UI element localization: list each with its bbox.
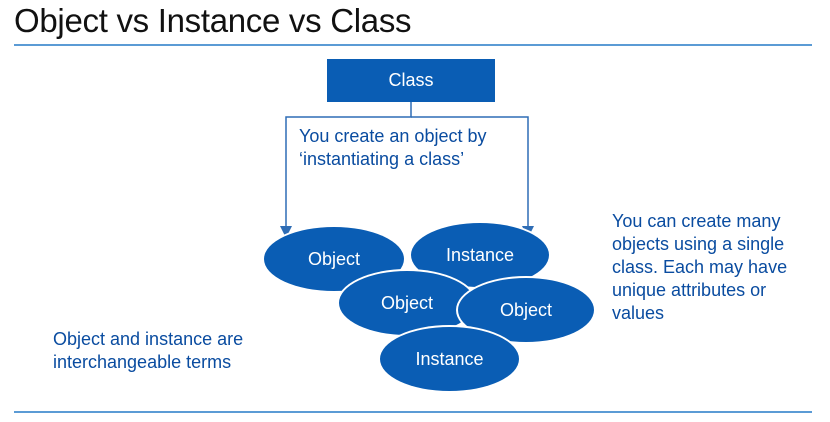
ellipse-label: Instance	[415, 348, 484, 369]
many-objects-caption-line: class. Each may have	[612, 257, 788, 277]
ellipse-label: Object	[307, 248, 361, 269]
title-divider	[14, 44, 812, 46]
ellipse-label: Object	[499, 299, 553, 320]
many-objects-caption-line: objects using a single	[612, 234, 785, 254]
connector-left	[280, 102, 412, 238]
many-objects-caption-line: unique attributes or	[612, 280, 767, 300]
instantiate-caption-line: You create an object by	[299, 126, 487, 146]
interchangeable-caption-line: interchangeable terms	[53, 352, 232, 372]
ellipse-label: Object	[380, 292, 434, 313]
page-title: Object vs Instance vs Class	[14, 2, 412, 39]
class-label: Class	[388, 70, 434, 90]
footer-divider	[14, 411, 812, 413]
class-box: Class	[327, 59, 495, 102]
interchangeable-caption: Object and instance are interchangeable …	[53, 328, 243, 374]
many-objects-caption-line: You can create many	[612, 211, 781, 231]
many-objects-caption-line: values	[612, 303, 665, 323]
many-objects-caption: You can create many objects using a sing…	[612, 210, 787, 325]
interchangeable-caption-line: Object and instance are	[53, 329, 244, 349]
object-ellipse: Object	[339, 271, 475, 335]
connector-right	[411, 116, 534, 238]
ellipse-label: Instance	[445, 244, 515, 265]
instance-ellipse: Instance	[380, 327, 519, 391]
instantiate-caption: You create an object by ‘instantiating a…	[299, 125, 486, 171]
instantiate-caption-line: ‘instantiating a class’	[299, 149, 465, 169]
